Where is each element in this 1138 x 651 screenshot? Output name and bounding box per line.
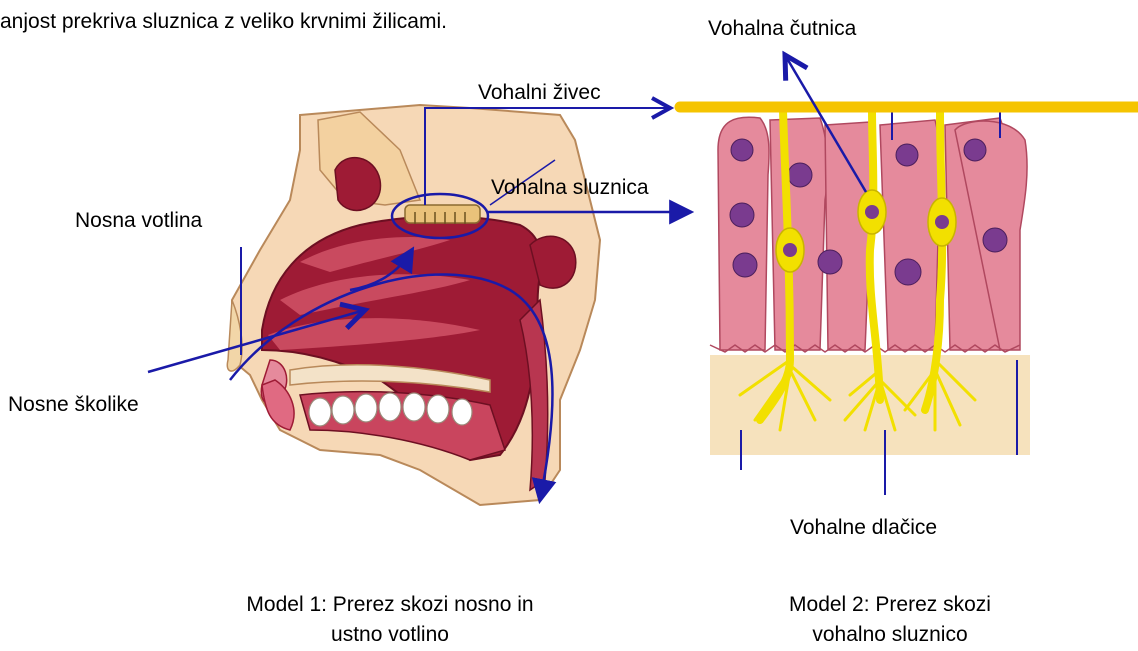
label-olfactory-receptor-cell: Vohalna čutnica	[708, 17, 856, 41]
label-nasal-conchae: Nosne školike	[8, 393, 139, 417]
label-olfactory-mucosa: Vohalna sluznica	[491, 176, 649, 200]
caption-model2: Model 2: Prerez skozi vohalno sluznico	[720, 590, 1060, 650]
label-olfactory-hairs: Vohalne dlačice	[790, 516, 937, 540]
caption-model1-line2: ustno votlino	[180, 620, 600, 650]
caption-model2-line1: Model 2: Prerez skozi	[720, 590, 1060, 620]
cribriform-plate	[405, 205, 480, 223]
model1-head-section	[227, 105, 600, 505]
caption-model1: Model 1: Prerez skozi nosno in ustno vot…	[180, 590, 600, 650]
basal-tissue	[710, 355, 1030, 455]
label-nasal-cavity: Nosna votlina	[75, 209, 202, 233]
model2-mucosa-section	[710, 110, 1030, 495]
caption-model2-line2: vohalno sluznico	[720, 620, 1060, 650]
label-olfactory-nerve: Vohalni živec	[478, 81, 601, 105]
caption-model1-line1: Model 1: Prerez skozi nosno in	[180, 590, 600, 620]
frontal-sinus	[335, 158, 380, 211]
